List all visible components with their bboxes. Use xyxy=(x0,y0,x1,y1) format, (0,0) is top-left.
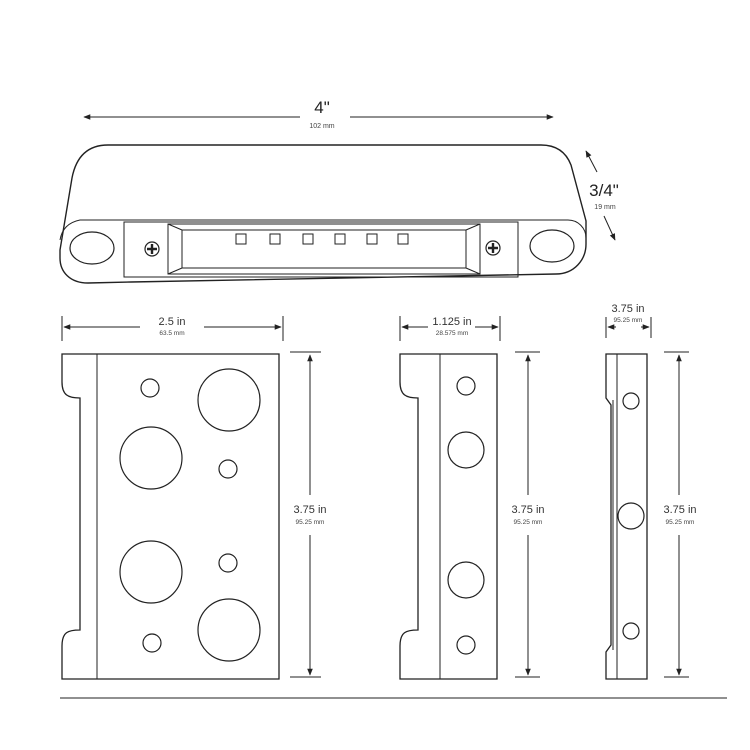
bracket-narrow: 3.75 in 95.25 mm 3.75 in 95.25 mm xyxy=(605,303,697,680)
fixture-end-hole-left xyxy=(69,231,115,265)
bracket-plate xyxy=(61,353,280,680)
mount-hole xyxy=(140,378,160,398)
height-metric: 95.25 mm xyxy=(666,519,695,526)
fixture-height-arrow-top xyxy=(585,150,598,173)
mount-hole xyxy=(197,598,261,662)
bracket-wide: 2.5 in 63.5 mm 3.75 in 95.25 mm xyxy=(61,316,327,680)
mount-hole xyxy=(447,561,485,599)
height-label: 3.75 in xyxy=(663,504,696,516)
screw-icon xyxy=(485,240,501,256)
fixture-body xyxy=(59,144,587,284)
width-label: 3.75 in xyxy=(611,303,644,315)
width-metric: 95.25 mm xyxy=(614,317,643,324)
led xyxy=(302,233,314,245)
fixture-panel xyxy=(123,221,519,278)
height-metric: 95.25 mm xyxy=(296,519,325,526)
fixture-lens-edge-right xyxy=(465,223,481,231)
fixture-front-face xyxy=(59,219,587,241)
mount-hole xyxy=(142,633,162,653)
led-array xyxy=(235,233,409,245)
mount-hole xyxy=(456,635,476,655)
height-label: 3.75 in xyxy=(511,504,544,516)
mount-hole xyxy=(622,622,640,640)
mount-hole xyxy=(456,376,476,396)
height-metric: 95.25 mm xyxy=(514,519,543,526)
mount-hole xyxy=(617,502,645,530)
fixture-width-metric: 102 mm xyxy=(309,123,334,130)
bracket-plate xyxy=(399,353,498,680)
led xyxy=(397,233,409,245)
screw-icon xyxy=(144,241,160,257)
bracket-medium: 1.125 in 28.575 mm 3.75 in 95.25 mm xyxy=(399,316,545,680)
height-label: 3.75 in xyxy=(293,504,326,516)
fixture-width-label: 4" xyxy=(314,98,330,117)
mount-hole xyxy=(197,368,261,432)
mount-hole xyxy=(119,426,183,490)
fixture-lens-edge-br xyxy=(465,267,481,275)
fixture-end-hole-right xyxy=(529,229,575,263)
width-metric: 63.5 mm xyxy=(159,330,184,337)
fixture-lens-frame xyxy=(167,223,481,275)
led xyxy=(334,233,346,245)
led xyxy=(235,233,247,245)
led xyxy=(366,233,378,245)
mount-hole xyxy=(119,540,183,604)
led xyxy=(269,233,281,245)
mount-hole xyxy=(218,553,238,573)
fixture-height-label: 3/4" xyxy=(589,181,619,200)
fixture-lens-edge-left xyxy=(167,223,183,231)
fixture-lens xyxy=(181,229,467,269)
width-label: 2.5 in xyxy=(159,316,186,328)
mount-hole xyxy=(622,392,640,410)
width-label: 1.125 in xyxy=(432,316,471,328)
fixture-drawing: 4" 102 mm xyxy=(59,98,619,284)
mount-hole xyxy=(218,459,238,479)
mount-hole xyxy=(447,431,485,469)
fixture-height-metric: 19 mm xyxy=(594,204,616,211)
fixture-lens-edge-bl xyxy=(167,267,183,275)
fixture-height-arrow-bottom xyxy=(603,215,616,241)
width-metric: 28.575 mm xyxy=(436,330,469,337)
